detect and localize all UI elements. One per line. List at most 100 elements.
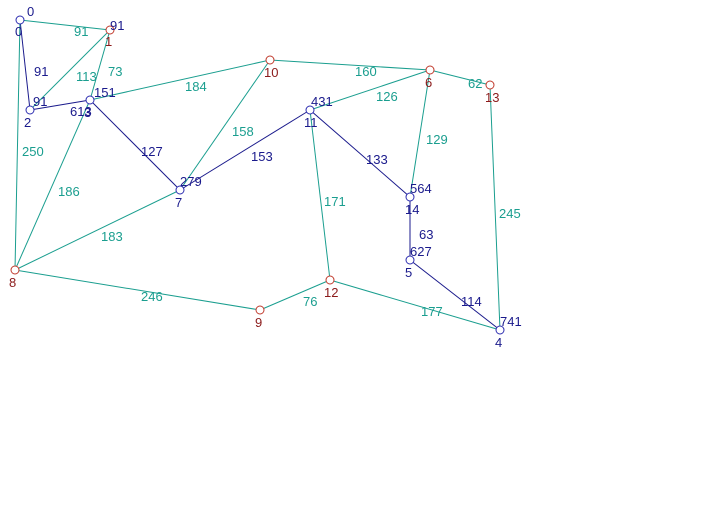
edge-5-4 [409,259,501,331]
node-id-label: 3 [84,105,91,120]
node-2[interactable]: 291 [24,94,47,130]
edge-weight-label: 126 [376,89,398,104]
node-distance-label: 91 [33,94,47,109]
edge-7-8 [14,189,181,271]
node-circle[interactable] [485,80,495,90]
edge-weight-label: 186 [58,184,80,199]
edge-weight-label: 113 [76,69,97,84]
node-13[interactable]: 13 [485,80,499,105]
node-circle[interactable] [105,25,115,35]
edge-0-2 [19,19,31,111]
edge-weight-label: 91 [74,24,88,39]
node-8[interactable]: 8 [9,265,20,290]
node-distance-label: 564 [410,181,432,196]
edge-weight-label: 153 [251,149,273,164]
edge-1-2 [29,29,111,111]
node-circle[interactable] [425,65,435,75]
edge-weight-label: 245 [499,206,521,221]
node-circle[interactable] [255,305,265,315]
edges-layer [14,19,501,331]
node-distance-label: 279 [180,174,202,189]
node-id-label: 0 [15,24,22,39]
node-id-label: 9 [255,315,262,330]
node-1[interactable]: 191 [105,18,124,49]
edge-10-6 [269,59,431,71]
node-10[interactable]: 10 [264,55,278,80]
node-circle[interactable] [10,265,20,275]
edge-weight-label: 91 [34,64,48,79]
node-12[interactable]: 12 [324,275,338,300]
node-circle[interactable] [325,275,335,285]
node-distance-label: 431 [311,94,333,109]
edge-6-14 [409,69,431,198]
node-distance-label: 91 [110,18,124,33]
edge-11-12 [309,109,331,281]
edge-8-9 [14,269,261,311]
node-circle[interactable] [495,325,505,335]
edge-12-4 [329,279,501,331]
edge-9-12 [259,279,331,311]
node-6[interactable]: 6 [425,65,435,90]
node-id-label: 7 [175,195,182,210]
node-circle[interactable] [405,255,415,265]
edge-0-1 [19,19,111,31]
node-id-label: 14 [405,202,419,217]
edge-13-4 [489,84,501,331]
edge-6-11 [309,69,431,111]
node-id-label: 11 [304,115,318,130]
edge-weight-label: 246 [141,289,163,304]
node-id-label: 5 [405,265,412,280]
node-circle[interactable] [265,55,275,65]
edge-weight-label: 613 [70,104,92,119]
edge-3-10 [89,59,271,101]
edge-weight-label: 129 [426,132,448,147]
edge-0-8 [14,19,21,271]
node-circle[interactable] [305,105,315,115]
edge-10-7 [179,59,271,191]
edge-weight-label: 160 [355,64,377,79]
edge-3-7 [89,99,181,191]
edge-weight-label: 73 [108,64,122,79]
node-circle[interactable] [25,105,35,115]
edge-11-7 [179,109,311,191]
edge-weight-label: 127 [141,144,163,159]
node-circle[interactable] [175,185,185,195]
node-id-label: 2 [24,115,31,130]
edge-1-3 [89,29,111,101]
node-0[interactable]: 00 [15,4,34,39]
node-distance-label: 627 [410,244,432,259]
edge-weight-label: 177 [421,304,443,319]
node-9[interactable]: 9 [255,305,265,330]
edge-weight-label: 250 [22,144,44,159]
edge-6-13 [429,69,491,86]
node-circle[interactable] [405,192,415,202]
edge-2-3 [29,99,91,111]
edge-weight-label: 133 [366,152,388,167]
edge-weight-label: 114 [461,294,482,309]
node-distance-label: 741 [500,314,522,329]
node-circle[interactable] [15,15,25,25]
edge-3-8 [14,99,91,271]
node-id-label: 4 [495,335,502,350]
node-id-label: 10 [264,65,278,80]
node-distance-label: 151 [94,85,116,100]
node-circle[interactable] [85,95,95,105]
node-id-label: 1 [105,34,112,49]
edge-weight-label: 171 [324,194,346,209]
edge-weight-label: 158 [232,124,254,139]
edge-weight-label: 183 [101,229,123,244]
node-id-label: 8 [9,275,16,290]
node-id-label: 12 [324,285,338,300]
edge-11-14 [309,109,411,198]
edge-weight-label: 63 [419,227,433,242]
nodes-layer: 0019129131514741562767279891011431121314… [9,4,522,350]
node-id-label: 6 [425,75,432,90]
